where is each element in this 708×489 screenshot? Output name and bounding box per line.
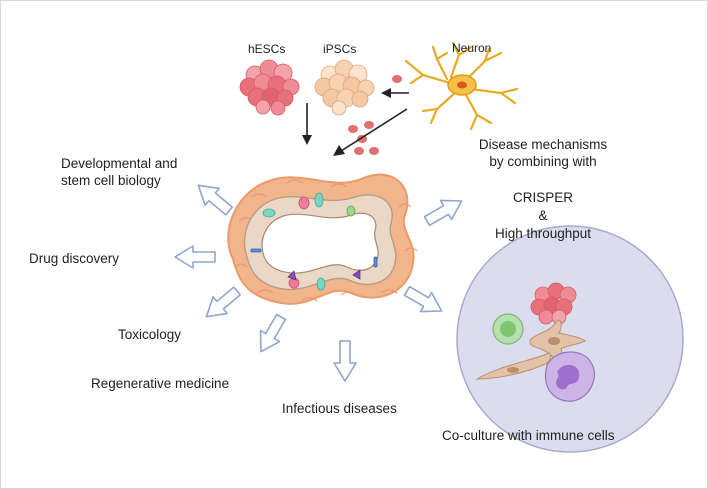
disease-label-line2: by combining with: [489, 154, 597, 169]
ipscs-cluster-icon: [314, 59, 375, 116]
arrow-toxicology: [198, 281, 245, 326]
crisper-label: CRISPER: [512, 190, 573, 205]
developmental-label-line2: stem cell biology: [61, 173, 161, 188]
high-throughput-label: High throughput: [494, 226, 592, 241]
intestinal-organoid-icon: [227, 173, 418, 305]
neuron-icon: [404, 41, 519, 131]
neuron-label: Neuron: [452, 41, 492, 55]
arrow-drug-discovery: [174, 245, 216, 269]
arrow-developmental: [190, 176, 237, 221]
arrow-infectious: [333, 340, 357, 382]
developmental-label-line1: Developmental and: [61, 156, 178, 171]
arrow-regenerative: [250, 310, 292, 358]
regenerative-medicine-label: Regenerative medicine: [91, 376, 230, 391]
signaling-particles-icon: [348, 75, 402, 155]
arrow-coculture: [400, 280, 448, 322]
hescs-label: hESCs: [248, 42, 286, 56]
ipscs-label: iPSCs: [323, 42, 357, 56]
toxicology-label: Toxicology: [118, 327, 182, 342]
immune-coculture-circle: [456, 225, 684, 453]
hescs-cluster-icon: [239, 59, 300, 116]
infectious-diseases-label: Infectious diseases: [282, 401, 397, 416]
input-arrows: [302, 88, 409, 156]
drug-discovery-label: Drug discovery: [29, 251, 120, 266]
disease-label-line1: Disease mechanisms: [478, 137, 608, 152]
coculture-label: Co-culture with immune cells: [442, 428, 615, 443]
ampersand-label: &: [538, 208, 548, 223]
